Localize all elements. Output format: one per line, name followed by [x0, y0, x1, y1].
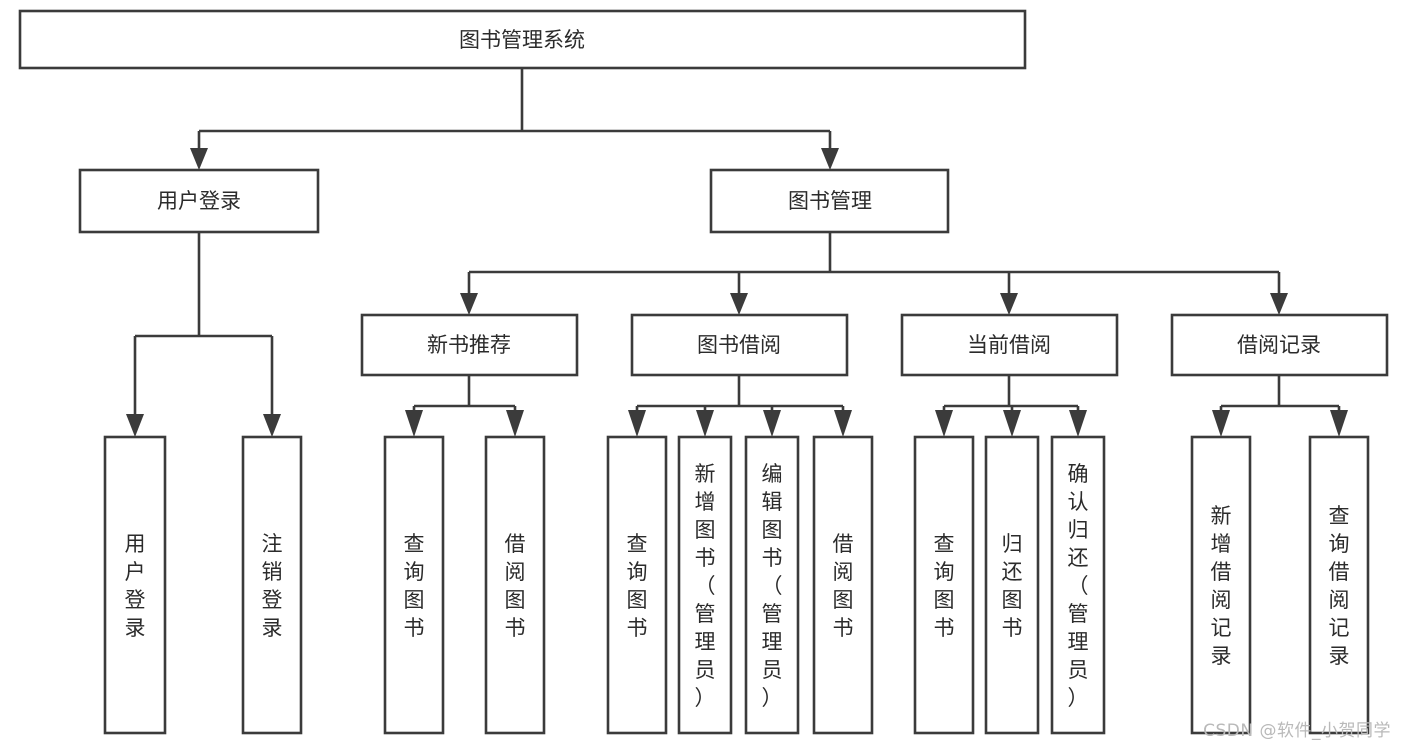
arrowhead-leaf-user-logout: [263, 414, 281, 437]
node-root[interactable]: 图书管理系统: [18, 9, 1027, 70]
node-root-box[interactable]: [18, 9, 1027, 70]
node-leaf-user-logout-label: 注销登录: [262, 532, 283, 640]
node-leaf-confirm-return-label: 确认归还（管理员）: [1068, 462, 1089, 710]
node-leaf-query-record-label: 查询借阅记录: [1329, 504, 1350, 668]
node-leaf-query-book-3[interactable]: 查询图书: [913, 435, 975, 735]
node-leaf-query-book-2[interactable]: 查询图书: [606, 435, 668, 735]
node-leaf-edit-book-label: 编辑图书（管理员）: [762, 462, 783, 710]
node-leaf-add-book[interactable]: 新增图书（管理员）: [677, 435, 733, 735]
node-leaf-query-book-2-label: 查询图书: [627, 532, 648, 640]
node-current-borrow-box[interactable]: [900, 313, 1119, 377]
node-user-login-box[interactable]: [78, 168, 320, 234]
arrowhead-new-book-rec: [460, 293, 478, 315]
node-book-manage-box[interactable]: [709, 168, 950, 234]
node-root-label: 图书管理系统: [459, 28, 585, 52]
connector-group-book-borrow-to-leaves: [628, 375, 852, 437]
node-leaf-confirm-return-box[interactable]: [1050, 435, 1106, 735]
node-leaf-query-book-3-label: 查询图书: [934, 532, 955, 640]
node-leaf-user-login-label: 用户登录: [125, 532, 146, 640]
node-book-borrow-label: 图书借阅: [697, 333, 781, 357]
node-leaf-edit-book-box[interactable]: [744, 435, 800, 735]
node-leaf-user-login-box[interactable]: [103, 435, 167, 735]
node-leaf-add-record[interactable]: 新增借阅记录: [1190, 435, 1252, 735]
arrowhead-leaf-add-book: [696, 410, 714, 437]
node-leaf-add-book-box[interactable]: [677, 435, 733, 735]
node-borrow-record-box[interactable]: [1170, 313, 1389, 377]
arrowhead-leaf-query-book-1: [405, 410, 423, 437]
connector-group-book-manage-to-level3: [460, 232, 1288, 315]
arrowhead-leaf-return-book: [1003, 410, 1021, 437]
csdn-watermark: CSDN @软件_小贺同学: [1203, 721, 1391, 741]
arrowhead-user-login: [190, 148, 208, 170]
arrowhead-leaf-borrow-book-1: [506, 410, 524, 437]
node-new-book-rec-box[interactable]: [360, 313, 579, 377]
node-leaf-return-book[interactable]: 归还图书: [984, 435, 1040, 735]
node-current-borrow-label: 当前借阅: [967, 333, 1051, 357]
arrowhead-book-manage: [821, 148, 839, 170]
node-leaf-add-record-label: 新增借阅记录: [1211, 504, 1232, 668]
node-leaf-borrow-book-2-box[interactable]: [812, 435, 874, 735]
node-leaf-borrow-book-1-label: 借阅图书: [505, 532, 526, 640]
node-leaf-add-record-box[interactable]: [1190, 435, 1252, 735]
node-book-borrow-box[interactable]: [630, 313, 849, 377]
connector-group-new-book-rec-to-leaves: [405, 375, 524, 437]
node-leaf-query-book-1-label: 查询图书: [404, 532, 425, 640]
node-user-login-label: 用户登录: [157, 189, 241, 213]
node-leaf-user-logout-box[interactable]: [241, 435, 303, 735]
arrowhead-book-borrow: [730, 293, 748, 315]
node-book-manage-label: 图书管理: [788, 189, 872, 213]
connector-group-user-login-to-leaves: [126, 232, 281, 437]
node-new-book-rec[interactable]: 新书推荐: [360, 313, 579, 377]
node-book-manage[interactable]: 图书管理: [709, 168, 950, 234]
node-leaf-borrow-book-1-box[interactable]: [484, 435, 546, 735]
node-leaf-query-record[interactable]: 查询借阅记录: [1308, 435, 1370, 735]
node-leaf-query-book-1-box[interactable]: [383, 435, 445, 735]
node-leaf-user-login[interactable]: 用户登录: [103, 435, 167, 735]
node-borrow-record-label: 借阅记录: [1237, 333, 1321, 357]
arrowhead-leaf-confirm-return: [1069, 410, 1087, 437]
node-leaf-return-book-label: 归还图书: [1002, 532, 1023, 640]
arrowhead-borrow-record: [1270, 293, 1288, 315]
arrowhead-leaf-user-login: [126, 414, 144, 437]
arrowhead-leaf-edit-book: [763, 410, 781, 437]
connector-group-root-to-level2: [190, 68, 839, 170]
arrowhead-leaf-borrow-book-2: [834, 410, 852, 437]
node-book-borrow[interactable]: 图书借阅: [630, 313, 849, 377]
arrowhead-leaf-query-book-3: [935, 410, 953, 437]
node-leaf-user-logout[interactable]: 注销登录: [241, 435, 303, 735]
node-leaf-borrow-book-1[interactable]: 借阅图书: [484, 435, 546, 735]
node-leaf-borrow-book-2-label: 借阅图书: [833, 532, 854, 640]
node-new-book-rec-label: 新书推荐: [427, 333, 511, 357]
node-current-borrow[interactable]: 当前借阅: [900, 313, 1119, 377]
connector-group-borrow-record-to-leaves: [1212, 375, 1348, 437]
node-borrow-record[interactable]: 借阅记录: [1170, 313, 1389, 377]
node-user-login[interactable]: 用户登录: [78, 168, 320, 234]
arrowhead-leaf-query-book-2: [628, 410, 646, 437]
node-leaf-query-book-3-box[interactable]: [913, 435, 975, 735]
node-leaf-borrow-book-2[interactable]: 借阅图书: [812, 435, 874, 735]
node-leaf-return-book-box[interactable]: [984, 435, 1040, 735]
node-leaf-add-book-label: 新增图书（管理员）: [695, 462, 716, 710]
node-leaf-confirm-return[interactable]: 确认归还（管理员）: [1050, 435, 1106, 735]
arrowhead-leaf-query-record: [1330, 410, 1348, 437]
node-leaf-edit-book[interactable]: 编辑图书（管理员）: [744, 435, 800, 735]
connector-group-current-borrow-to-leaves: [935, 375, 1087, 437]
node-leaf-query-record-box[interactable]: [1308, 435, 1370, 735]
node-leaf-query-book-1[interactable]: 查询图书: [383, 435, 445, 735]
node-leaf-query-book-2-box[interactable]: [606, 435, 668, 735]
arrowhead-current-borrow: [1000, 293, 1018, 315]
arrowhead-leaf-add-record: [1212, 410, 1230, 437]
